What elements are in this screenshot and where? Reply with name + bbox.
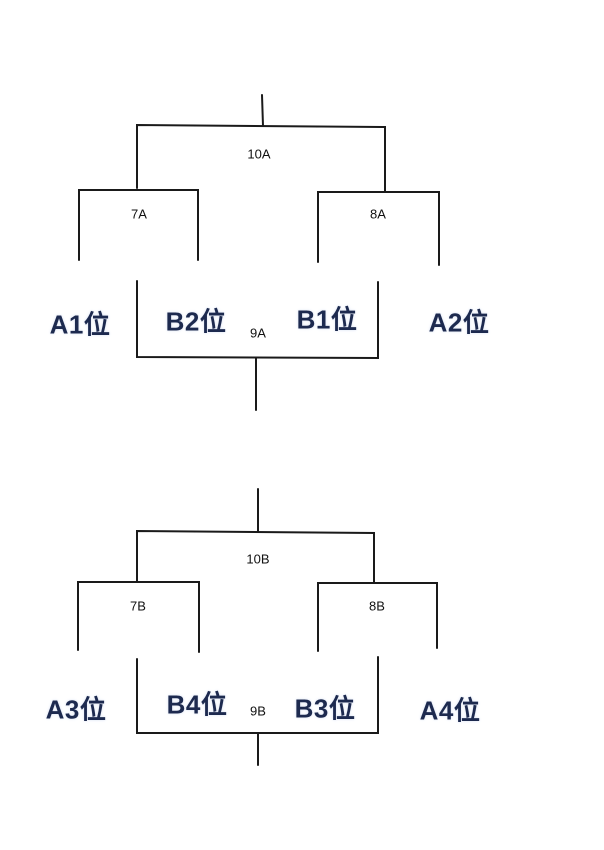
bracket-b-lines (77, 488, 438, 766)
match-label-third-a: 9A (250, 325, 266, 341)
seed-label: A3位 (45, 694, 107, 725)
seed-label: B2位 (165, 306, 227, 337)
seed-label: B1位 (296, 304, 358, 335)
bracket-a-final-connector (136, 123, 386, 192)
bracket-a-lines (78, 94, 440, 411)
bracket-a-semi-right (317, 191, 440, 266)
match-label-left-a: 7A (131, 206, 147, 222)
match-label-left-b: 7B (130, 598, 146, 614)
bracket-b-semi-left (77, 581, 200, 653)
seed-label: B3位 (294, 693, 356, 724)
bracket-a-semi-left (78, 189, 199, 261)
seed-label: B4位 (166, 689, 228, 720)
bracket-a-final-stem (261, 94, 264, 127)
seed-label: A1位 (49, 309, 111, 340)
seed-label: A4位 (419, 695, 481, 726)
bracket-b-final-connector (136, 529, 375, 583)
match-label-right-a: 8A (370, 206, 386, 222)
match-label-right-b: 8B (369, 598, 385, 614)
seed-label: A2位 (428, 307, 490, 338)
match-label-final-b: 10B (246, 551, 270, 567)
match-label-final-a: 10A (247, 146, 271, 162)
bracket-a-third-place (136, 280, 379, 360)
bracket-b-semi-right (317, 582, 438, 652)
match-label-third-b: 9B (250, 703, 266, 719)
